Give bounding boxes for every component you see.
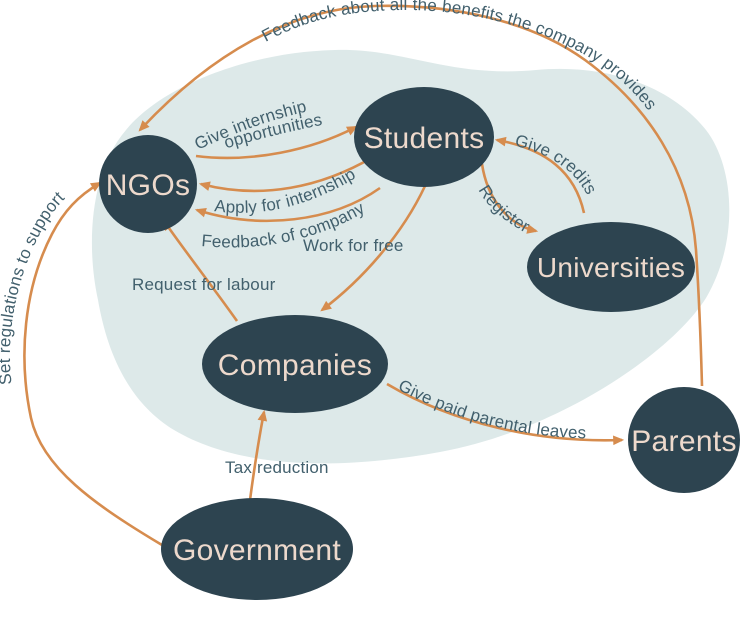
ngos-node-shape <box>99 135 197 233</box>
edge-ngos-to-students <box>195 125 358 160</box>
edge-label-set-regulations: Set regulations to support <box>0 188 68 386</box>
edge-students-to-universities <box>480 163 539 234</box>
government-node-shape <box>161 498 353 600</box>
companies-node-label: Companies <box>218 349 372 382</box>
edge-companies-to-ngos <box>162 219 239 322</box>
parents-node-label: Parents <box>631 425 737 458</box>
universities-node-label: Universities <box>537 252 685 283</box>
node-universities: Universities <box>527 222 695 312</box>
edge-government-to-companies <box>248 409 268 501</box>
students-node-shape <box>354 87 494 187</box>
companies-node-shape <box>202 315 388 413</box>
node-parents: Parents <box>628 387 740 493</box>
ngos-node-label: NGOs <box>106 169 191 202</box>
government-node-label: Government <box>173 534 341 567</box>
students-node-label: Students <box>364 122 485 155</box>
edge-government-to-ngos <box>23 181 163 547</box>
edge-universities-to-students <box>494 136 586 214</box>
edge-label-work-for-free: Work for free <box>303 236 404 255</box>
edge-students-to-ngos-apply <box>198 155 374 193</box>
node-students: Students <box>354 87 494 187</box>
universities-node-shape <box>527 222 695 312</box>
parents-node-shape <box>628 387 740 493</box>
edge-students-to-companies <box>320 185 427 312</box>
edge-companies-to-parents <box>386 382 625 446</box>
edge-label-tax-reduction: Tax reduction <box>225 458 329 477</box>
node-government: Government <box>161 498 353 600</box>
edge-parents-to-ngos <box>138 4 704 387</box>
edge-label-request-labour: Request for labour <box>132 275 276 294</box>
node-companies: Companies <box>202 315 388 413</box>
node-ngos: NGOs <box>99 135 197 233</box>
edge-students-to-ngos-feedback <box>194 186 381 223</box>
